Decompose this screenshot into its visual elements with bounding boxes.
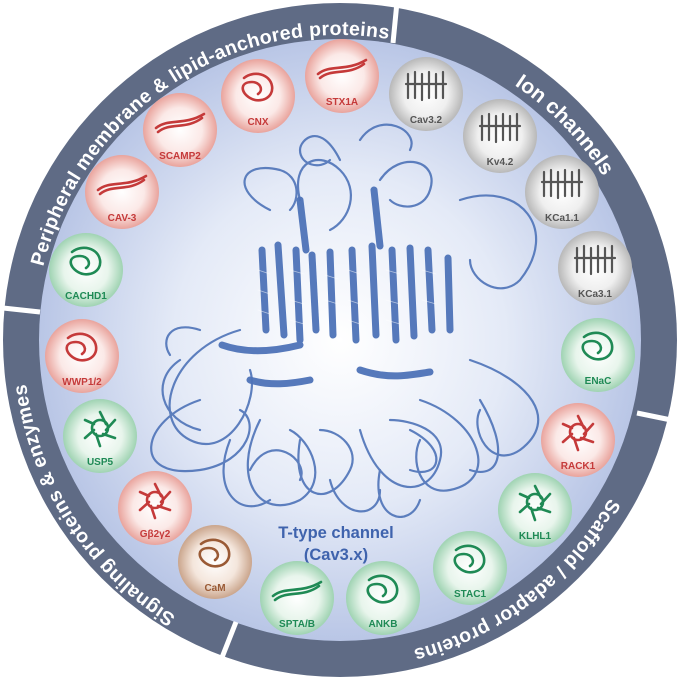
protein-bubble-kca3-1: KCa3.1 [558,231,632,305]
protein-bubble-bg [221,59,295,133]
protein-bubble-bg [561,318,635,392]
inner-area [39,39,641,641]
protein-structure-glyph [478,112,522,144]
protein-structure-glyph [271,580,323,602]
protein-label: WWP1/2 [62,377,102,388]
protein-bubble-usp5: USP5 [63,399,137,473]
protein-structure-glyph [518,484,552,522]
protein-structure-glyph [83,410,117,448]
protein-bubble-bg [45,319,119,393]
protein-structure-glyph [154,112,206,134]
protein-label: CNX [247,117,268,128]
protein-label: CACHD1 [65,291,107,302]
protein-bubble-bg [85,155,159,229]
protein-label: Cav3.2 [410,115,443,126]
protein-label: STX1A [326,97,358,108]
protein-bubble-bg [178,525,252,599]
protein-bubble-bg [260,561,334,635]
protein-bubble-bg [305,39,379,113]
protein-label: CaM [204,583,225,594]
protein-label: SCAMP2 [159,151,201,162]
protein-structure-glyph [96,174,148,196]
protein-label: ENaC [585,376,612,387]
protein-bubble-g-2-2: Gβ2γ2 [118,471,192,545]
protein-label: CAV-3 [108,213,137,224]
protein-structure-glyph [404,70,448,102]
protein-structure-glyph [138,482,172,520]
protein-label: SPTA/B [279,619,315,630]
protein-label: STAC1 [454,589,486,600]
protein-structure-glyph [316,58,368,80]
protein-bubble-stx1a: STX1A [305,39,379,113]
protein-label: Kv4.2 [487,157,514,168]
protein-bubble-wwp1-2: WWP1/2 [45,319,119,393]
protein-structure-glyph [581,331,614,361]
protein-bubble-cachd1: CACHD1 [49,233,123,307]
center-label-line1: T-type channel [278,524,394,542]
protein-bubble-cam: CaM [178,525,252,599]
protein-structure-glyph [241,72,274,102]
protein-bubble-bg [49,233,123,307]
protein-bubble-klhl1: KLHL1 [498,473,572,547]
protein-structure-glyph [453,544,486,574]
protein-label: Gβ2γ2 [140,529,171,540]
protein-label: RACK1 [561,461,596,472]
protein-bubble-stac1: STAC1 [433,531,507,605]
protein-structure-glyph [561,414,595,452]
protein-bubble-enac: ENaC [561,318,635,392]
protein-bubble-rack1: RACK1 [541,403,615,477]
protein-bubble-ankb: ANKB [346,561,420,635]
protein-bubble-bg [346,561,420,635]
protein-bubble-cav-3: CAV-3 [85,155,159,229]
protein-structure-glyph [366,574,399,604]
protein-bubble-scamp2: SCAMP2 [143,93,217,167]
protein-structure-glyph [69,246,102,276]
protein-label: KLHL1 [519,531,552,542]
protein-bubble-cav3-2: Cav3.2 [389,57,463,131]
protein-structure-glyph [65,332,98,362]
protein-bubble-bg [143,93,217,167]
protein-bubble-kv4-2: Kv4.2 [463,99,537,173]
ring-separators [2,1,677,661]
center-label-line2: (Cav3.x) [304,546,368,564]
protein-bubble-spta-b: SPTA/B [260,561,334,635]
protein-structure-glyph [540,168,584,200]
protein-label: ANKB [369,619,398,630]
protein-bubble-cnx: CNX [221,59,295,133]
protein-bubble-bg [433,531,507,605]
protein-structure-glyph [573,244,617,276]
protein-label: USP5 [87,457,114,468]
protein-label: KCa3.1 [578,289,612,300]
protein-bubble-kca1-1: KCa1.1 [525,155,599,229]
protein-structure-glyph [198,538,231,568]
protein-label: KCa1.1 [545,213,579,224]
t-type-channel-structure [150,123,540,518]
